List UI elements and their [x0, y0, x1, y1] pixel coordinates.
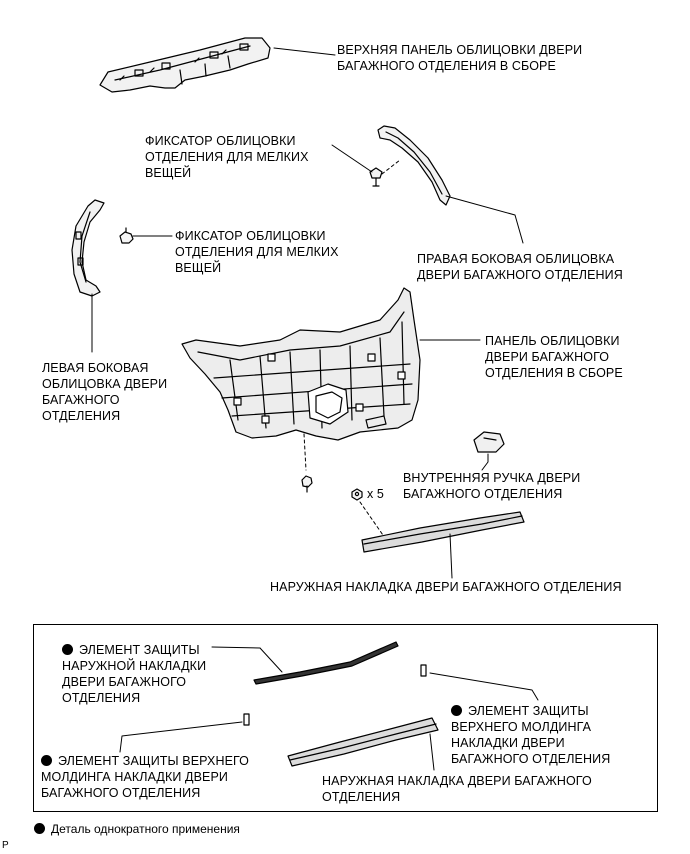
upper-panel-part: [99, 37, 271, 93]
label-door-trim-panel: ПАНЕЛЬ ОБЛИЦОВКИ ДВЕРИ БАГАЖНОГО ОТДЕЛЕН…: [485, 334, 623, 380]
label-protector-molding-right: ЭЛЕМЕНТ ЗАЩИТЫ ВЕРХНЕГО МОЛДИНГА НАКЛАДК…: [451, 703, 610, 767]
label-protector-molding-left: ЭЛЕМЕНТ ЗАЩИТЫ ВЕРХНЕГО МОЛДИНГА НАКЛАДК…: [41, 753, 249, 801]
non-reusable-dot-icon: [41, 755, 52, 766]
non-reusable-dot-icon: [62, 644, 73, 655]
clip-right-part: [369, 167, 383, 187]
non-reusable-dot-icon: [34, 823, 45, 834]
protector-small-left-part: [243, 713, 250, 726]
protector-small-right-part: [420, 664, 427, 677]
label-left-side-trim: ЛЕВАЯ БОКОВАЯ ОБЛИЦОВКА ДВЕРИ БАГАЖНОГО …: [42, 361, 168, 423]
outer-garnish-part: [361, 511, 525, 553]
label-inside-handle: ВНУТРЕННЯЯ РУЧКА ДВЕРИ БАГАЖНОГО ОТДЕЛЕН…: [403, 471, 581, 501]
label-protector-garnish: ЭЛЕМЕНТ ЗАЩИТЫ НАРУЖНОЙ НАКЛАДКИ ДВЕРИ Б…: [62, 642, 206, 706]
label-quantity: x 5: [367, 487, 384, 501]
protector-molding-left-text: ЭЛЕМЕНТ ЗАЩИТЫ ВЕРХНЕГО МОЛДИНГА НАКЛАДК…: [41, 754, 250, 800]
footnote: Деталь однократного применения: [34, 822, 240, 836]
footnote-text: Деталь однократного применения: [51, 822, 240, 836]
label-right-side-trim: ПРАВАЯ БОКОВАЯ ОБЛИЦОВКА ДВЕРИ БАГАЖНОГО…: [417, 252, 623, 282]
protector-molding-right-text: ЭЛЕМЕНТ ЗАЩИТЫ ВЕРХНЕГО МОЛДИНГА НАКЛАДК…: [451, 704, 611, 766]
protector-garnish-text: ЭЛЕМЕНТ ЗАЩИТЫ НАРУЖНОЙ НАКЛАДКИ ДВЕРИ Б…: [62, 643, 207, 705]
door-trim-panel-part: [181, 287, 421, 441]
label-box-outer-garnish: НАРУЖНАЯ НАКЛАДКА ДВЕРИ БАГАЖНОГО ОТДЕЛЕ…: [322, 774, 592, 804]
protector-strip-part: [253, 641, 399, 685]
corner-mark: P: [2, 840, 9, 851]
box-outer-garnish-part: [287, 717, 439, 767]
label-clip-left: ФИКСАТОР ОБЛИЦОВКИ ОТДЕЛЕНИЯ ДЛЯ МЕЛКИХ …: [175, 229, 339, 275]
left-side-trim-part: [71, 199, 105, 297]
non-reusable-parts-box: [33, 624, 658, 812]
clip-bottom-part: [301, 475, 313, 493]
non-reusable-dot-icon: [451, 705, 462, 716]
nut-part: [351, 488, 363, 501]
label-upper-panel: ВЕРХНЯЯ ПАНЕЛЬ ОБЛИЦОВКИ ДВЕРИ БАГАЖНОГО…: [337, 43, 583, 73]
label-clip-right: ФИКСАТОР ОБЛИЦОВКИ ОТДЕЛЕНИЯ ДЛЯ МЕЛКИХ …: [145, 134, 309, 180]
label-outer-garnish: НАРУЖНАЯ НАКЛАДКА ДВЕРИ БАГАЖНОГО ОТДЕЛЕ…: [270, 580, 622, 594]
right-side-trim-part: [377, 125, 451, 206]
inside-handle-part: [473, 431, 505, 453]
clip-left-part: [119, 227, 134, 244]
